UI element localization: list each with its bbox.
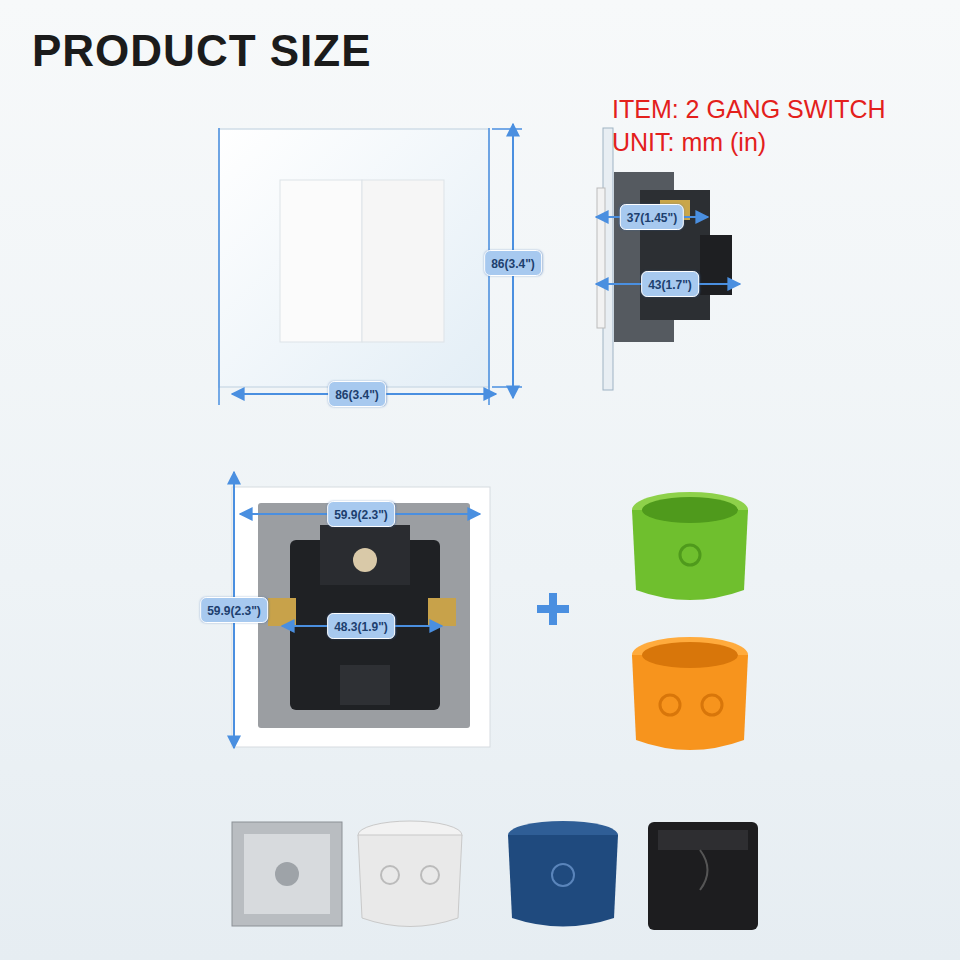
dimension-label: 86(3.4") bbox=[484, 250, 542, 276]
dimension-label: 37(1.45") bbox=[620, 204, 684, 230]
item-note: ITEM: 2 GANG SWITCH bbox=[612, 95, 886, 124]
dimension-value: 37(1.45") bbox=[627, 211, 677, 225]
dimension-label: 86(3.4") bbox=[328, 381, 386, 407]
dimension-label: 59.9(2.3") bbox=[327, 501, 395, 527]
dimension-value: 48.3(1.9") bbox=[334, 620, 388, 634]
dimension-value: 86(3.4") bbox=[335, 388, 379, 402]
dimension-label: 43(1.7") bbox=[641, 271, 699, 297]
page-title: PRODUCT SIZE bbox=[32, 26, 372, 76]
dimension-value: 86(3.4") bbox=[491, 257, 535, 271]
dimension-label: 48.3(1.9") bbox=[327, 613, 395, 639]
dimension-value: 59.9(2.3") bbox=[334, 508, 388, 522]
dimension-value: 43(1.7") bbox=[648, 278, 692, 292]
dimension-label: 59.9(2.3") bbox=[200, 597, 268, 623]
dimension-value: 59.9(2.3") bbox=[207, 604, 261, 618]
item-note: UNIT: mm (in) bbox=[612, 128, 766, 157]
